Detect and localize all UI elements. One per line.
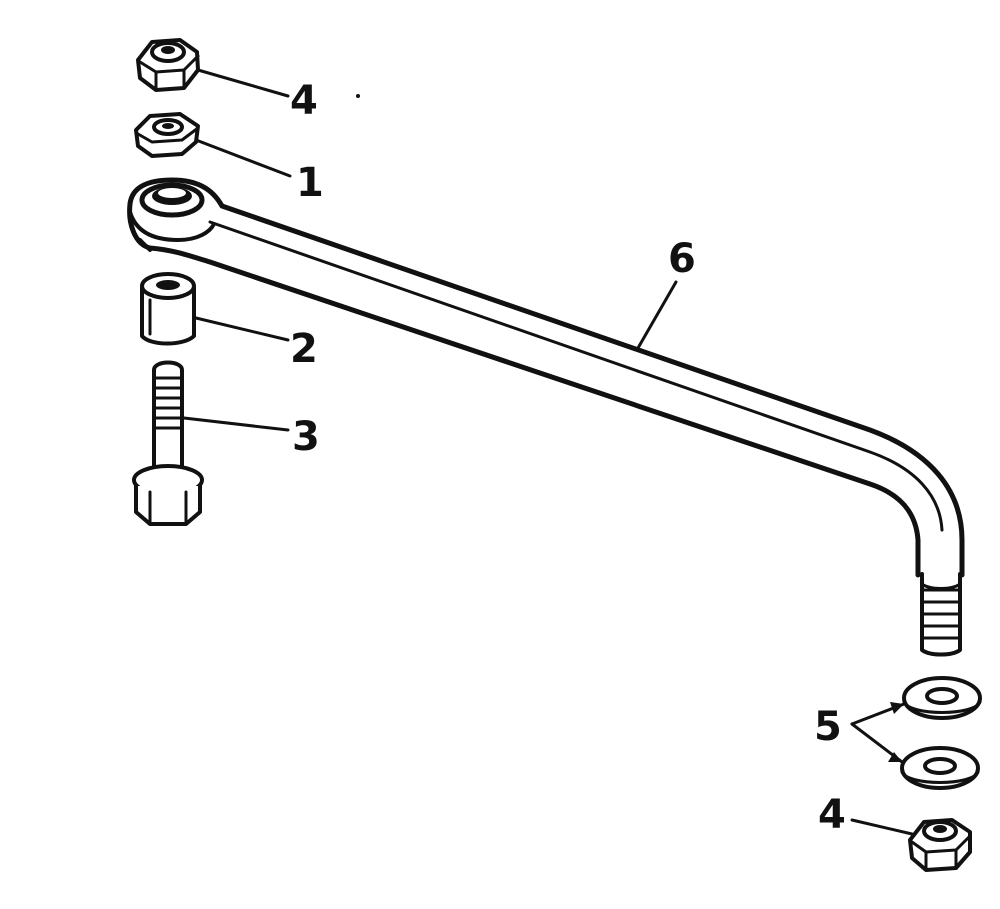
part-4-lock-nut-top <box>136 38 200 92</box>
arrowhead-5-upper <box>890 702 904 714</box>
leader-1 <box>194 138 292 178</box>
part-5-washer-upper <box>902 676 982 720</box>
callout-6: 6 <box>668 236 696 282</box>
stray-ink-dot <box>356 94 360 98</box>
callout-4-bottom: 4 <box>818 792 846 838</box>
callout-1: 1 <box>296 160 324 206</box>
arrowhead-5-lower <box>888 752 902 762</box>
callout-2: 2 <box>290 326 318 372</box>
part-2-bushing-spacer <box>140 272 196 346</box>
leader-2 <box>194 316 290 342</box>
leader-4-bottom <box>850 818 914 836</box>
part-5-washer-lower <box>900 746 980 790</box>
part-3-flange-bolt <box>132 360 204 526</box>
part-1-hex-nut <box>134 112 200 158</box>
callout-3: 3 <box>292 414 320 460</box>
leader-6 <box>636 280 678 350</box>
part-6-steering-link-rod <box>127 177 965 657</box>
part-4-lock-nut-bottom <box>908 818 972 872</box>
callout-4-top: 4 <box>290 78 318 124</box>
callout-5: 5 <box>814 704 842 750</box>
leader-4-top <box>196 68 290 98</box>
leader-3 <box>182 416 290 432</box>
